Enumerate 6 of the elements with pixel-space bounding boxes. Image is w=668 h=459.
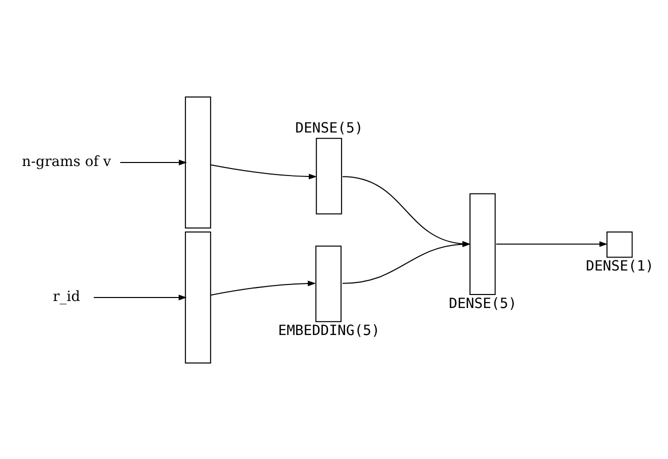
node-label: DENSE(5) [448, 295, 517, 312]
node-label: DENSE(5) [295, 120, 364, 136]
node-label: EMBEDDING(5) [278, 322, 380, 338]
node-text: r_id [52, 288, 80, 305]
node-text: n-grams of v [22, 154, 112, 170]
node-label: DENSE(1) [586, 258, 654, 274]
